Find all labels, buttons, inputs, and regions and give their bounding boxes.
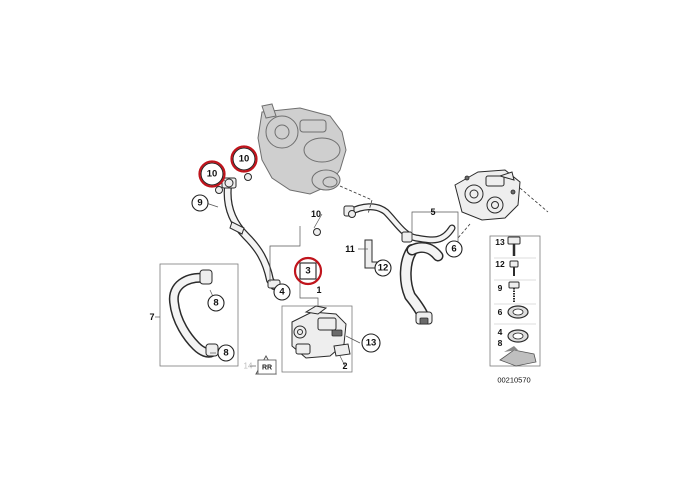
figure-id: 00210570	[497, 376, 530, 385]
callout-10-highlighted-right[interactable]: 10	[232, 147, 256, 171]
svg-text:9: 9	[498, 283, 503, 293]
legend-item-6: 6	[498, 305, 529, 319]
callout-10-pipe[interactable]: 10	[311, 209, 321, 219]
svg-text:14: 14	[244, 362, 253, 371]
damper-part-2	[333, 343, 351, 357]
coolant-return-pipe	[343, 203, 456, 244]
svg-text:2: 2	[342, 361, 347, 371]
callout-9[interactable]: 9	[191, 194, 209, 212]
svg-text:5: 5	[430, 207, 435, 217]
callout-5[interactable]: 5	[430, 207, 435, 217]
callout-7[interactable]: 7	[149, 312, 154, 322]
inset-hose	[168, 269, 219, 358]
svg-text:12: 12	[378, 263, 389, 274]
svg-text:00210570: 00210570	[497, 376, 530, 385]
callout-8-upper[interactable]: 8	[207, 294, 225, 312]
callout-4[interactable]: 4	[273, 283, 291, 301]
svg-text:8: 8	[213, 298, 218, 309]
svg-text:3: 3	[305, 266, 310, 277]
svg-text:13: 13	[495, 237, 505, 247]
thermostat-housing-illustration	[454, 169, 521, 221]
svg-text:4: 4	[498, 327, 503, 337]
legend-item-9: 9	[498, 281, 520, 302]
hose-group-frame	[159, 263, 239, 367]
washer-10	[215, 173, 356, 236]
svg-text:6: 6	[451, 244, 456, 255]
svg-text:12: 12	[495, 259, 505, 269]
arrow-icon	[499, 346, 537, 367]
legend-item-12: 12	[495, 259, 519, 276]
highlight-ring-part-3	[293, 256, 323, 286]
svg-text:7: 7	[149, 312, 154, 322]
callout-2[interactable]: 2	[342, 361, 347, 371]
legend-item-4: 4	[498, 327, 529, 343]
legend-item-13: 13	[495, 236, 521, 256]
highlight-ring-left	[198, 160, 226, 188]
svg-text:13: 13	[366, 338, 377, 349]
turbocharger-illustration	[257, 103, 347, 195]
svg-text:9: 9	[197, 198, 202, 209]
callout-8-lower[interactable]: 8	[217, 344, 235, 362]
electric-coolant-valve	[291, 305, 347, 359]
oil-feed-line	[221, 177, 281, 290]
callout-14[interactable]: 14	[244, 362, 253, 371]
callout-3-highlighted[interactable]: 3	[299, 262, 317, 280]
svg-text:11: 11	[345, 244, 355, 254]
coolant-hose-vertical	[399, 242, 444, 325]
warning-triangle-icon: RR	[255, 354, 277, 375]
callout-10-highlighted-left[interactable]: 10	[200, 162, 224, 186]
svg-text:10: 10	[311, 209, 321, 219]
svg-text:4: 4	[279, 287, 285, 298]
legend-item-8: 8	[498, 338, 503, 348]
callout-6[interactable]: 6	[445, 240, 463, 258]
svg-text:10: 10	[239, 154, 250, 165]
svg-text:1: 1	[316, 285, 321, 295]
callout-11[interactable]: 11	[345, 244, 355, 254]
svg-text:6: 6	[498, 307, 503, 317]
svg-text:RR: RR	[262, 365, 272, 372]
highlight-ring-right	[230, 145, 258, 173]
callout-1[interactable]: 1	[316, 285, 321, 295]
svg-text:10: 10	[207, 169, 218, 180]
svg-text:8: 8	[498, 338, 503, 348]
callout-12[interactable]: 12	[374, 259, 392, 277]
callout-13[interactable]: 13	[361, 333, 381, 353]
svg-text:8: 8	[223, 348, 228, 359]
